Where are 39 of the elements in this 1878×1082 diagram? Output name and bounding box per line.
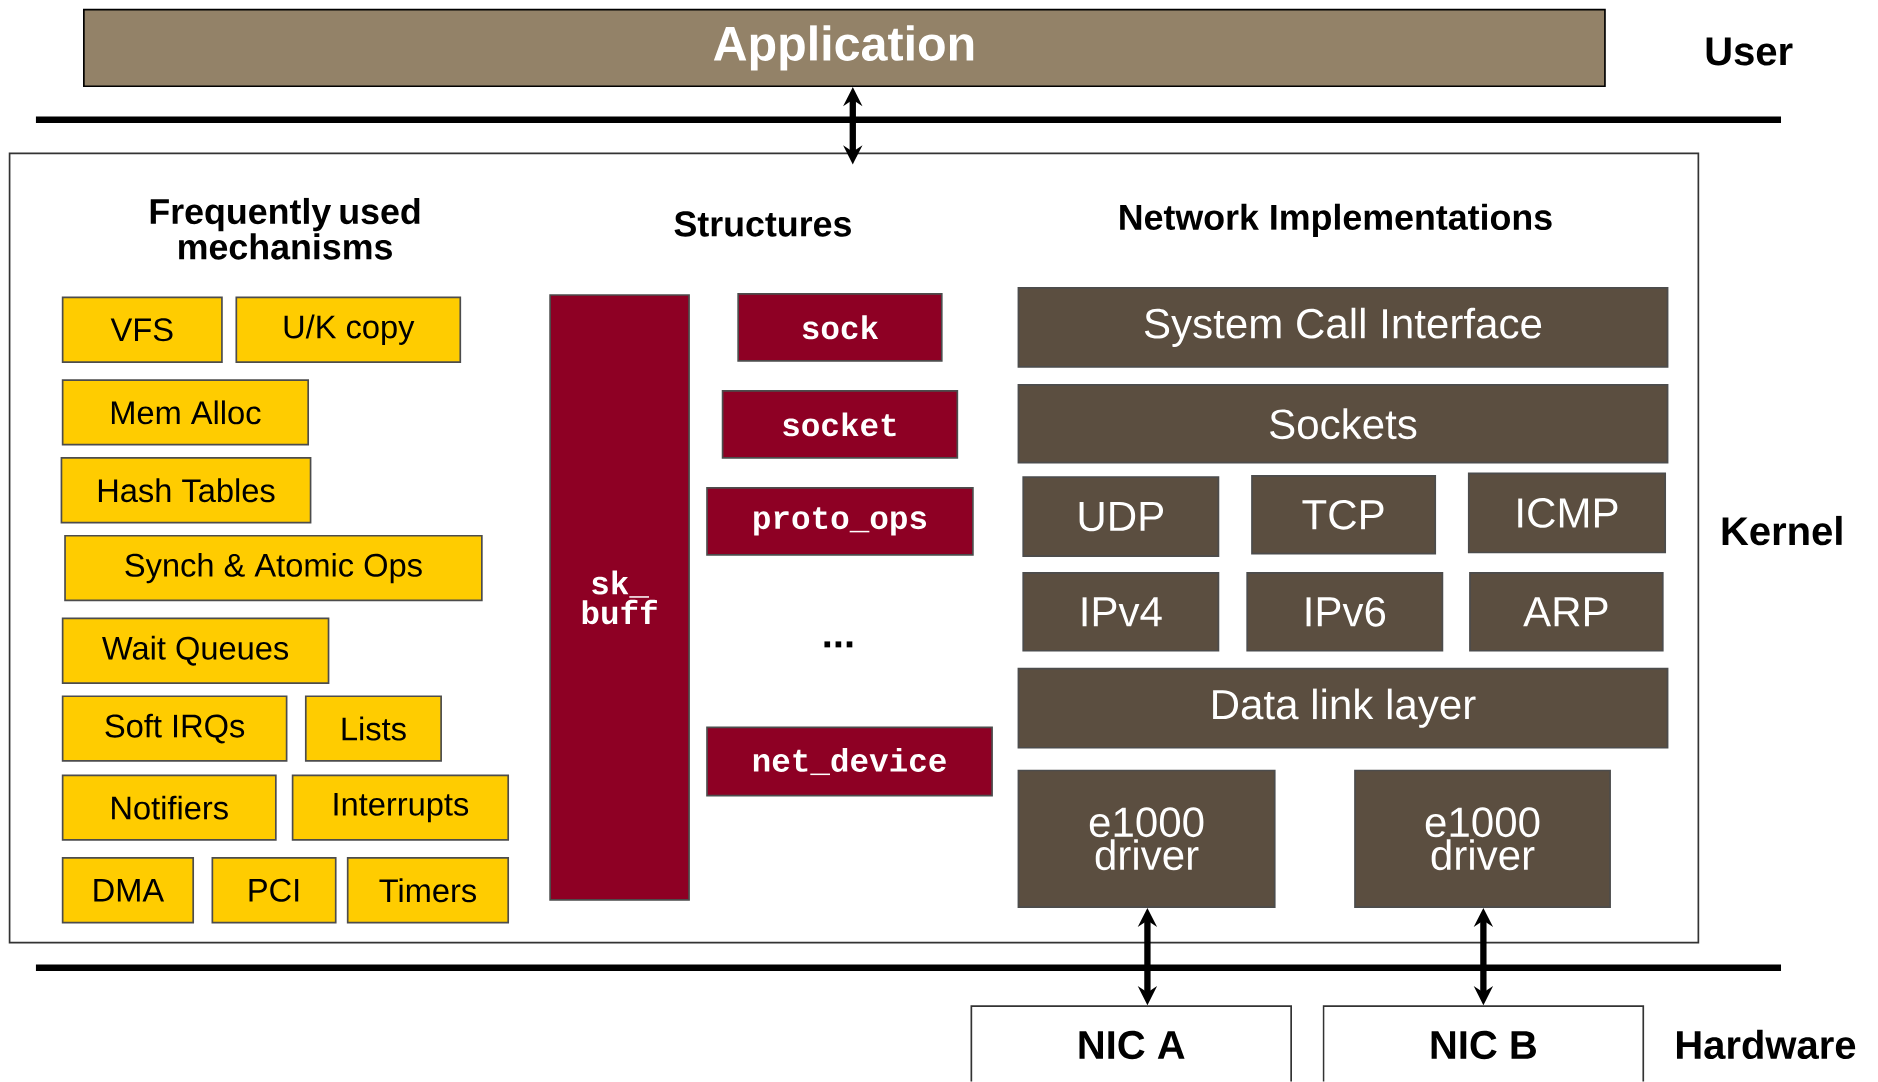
layer-box: Data link layer: [1017, 668, 1669, 749]
mechanism-box: Hash Tables: [60, 457, 312, 524]
mechanism-box: VFS: [61, 296, 223, 364]
nic-box: NIC A: [970, 1005, 1292, 1082]
app-bar: Application: [83, 9, 1606, 88]
mechanism-box: DMA: [61, 857, 195, 924]
mechanism-box: U/K copy: [235, 296, 462, 364]
driver-box: e1000 driver: [1354, 769, 1611, 909]
layer-box: ICMP: [1467, 472, 1667, 554]
mechanism-box: Wait Queues: [61, 617, 330, 685]
layer-box: ARP: [1469, 572, 1664, 652]
column-heading: Structures: [674, 211, 851, 237]
structure-box: sock: [737, 293, 943, 362]
mechanism-box: Timers: [346, 857, 510, 924]
kernel-frame: [8, 152, 1700, 944]
mechanism-box: Soft IRQs: [61, 695, 288, 762]
driver-box: e1000 driver: [1017, 769, 1276, 909]
structure-box: proto_ops: [706, 487, 974, 556]
mechanism-box: Synch & Atomic Ops: [64, 535, 483, 602]
mechanism-box: Notifiers: [61, 774, 277, 842]
ellipsis: ...: [824, 641, 853, 648]
layer-box: TCP: [1251, 475, 1437, 555]
structure-box: socket: [721, 390, 959, 459]
nic-box: NIC B: [1322, 1005, 1645, 1082]
column-heading: Frequently used mechanisms: [150, 198, 420, 260]
layer-box: IPv6: [1246, 572, 1444, 652]
mechanism-box: Interrupts: [291, 774, 510, 842]
mechanism-box: Mem Alloc: [61, 379, 309, 446]
layer-box: IPv4: [1022, 572, 1220, 652]
mechanism-box: PCI: [211, 857, 337, 924]
layer-box: System Call Interface: [1017, 287, 1669, 368]
layer-box: Sockets: [1017, 384, 1669, 464]
structure-bar: sk_ buff: [549, 294, 690, 901]
layer-box: UDP: [1022, 476, 1220, 558]
structure-box: net_device: [706, 726, 993, 797]
mechanism-box: Lists: [304, 695, 442, 762]
column-heading: Network Implementations: [1120, 203, 1552, 238]
layer-label: Kernel: [1722, 516, 1842, 546]
layer-label: User: [1706, 37, 1793, 66]
